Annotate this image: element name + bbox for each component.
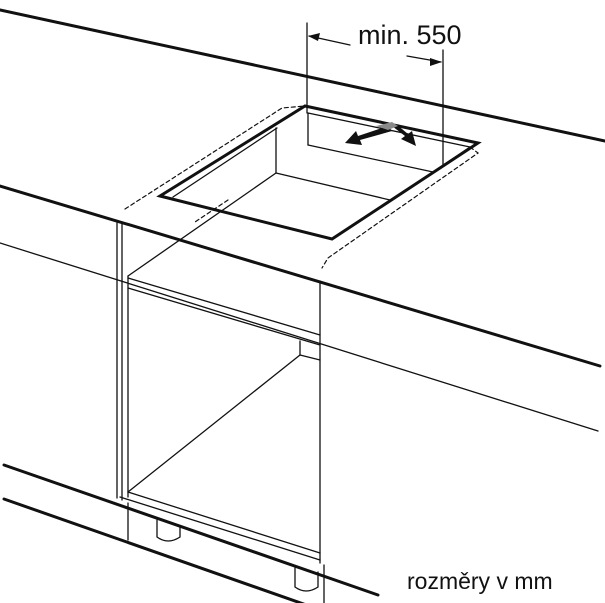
units-note: rozměry v mm [407, 568, 553, 594]
cabinet-bottom-rail-2 [127, 491, 321, 554]
countertop-back-edge [0, 8, 605, 143]
cabinet-back-rail [299, 354, 321, 361]
cabinet-top-rail-1 [127, 277, 321, 336]
plinth-top-line [2, 463, 380, 597]
cutout-inner-bottom [275, 172, 391, 201]
cutout-depth-line [127, 172, 277, 277]
hob-dashed-outline-right [321, 146, 480, 269]
cabinet-top-rail-2 [127, 287, 321, 346]
cabinet-leg-right [294, 567, 319, 592]
dimension-label: min. 550 [358, 20, 462, 50]
airflow-arrow-in-icon [392, 124, 416, 146]
cutout-inner-left [172, 127, 278, 198]
back-ledge-bottom [307, 144, 434, 173]
cutout-inner-right [432, 146, 471, 173]
arrowhead-left-icon [308, 33, 320, 41]
countertop-bottom-edge [0, 242, 599, 432]
cutout-outline [156, 104, 482, 241]
hob-dashed-front [194, 199, 229, 223]
cabinet-leg-left [156, 519, 181, 542]
airflow-arrow-out-icon [345, 126, 392, 145]
cabinet-floor-diagonal [127, 354, 301, 493]
countertop-front-edge [0, 184, 602, 368]
arrowhead-right-icon [430, 58, 442, 66]
airflow-arrow-gray-icon [376, 122, 398, 130]
cabinet-bottom-rail-1 [119, 496, 321, 561]
plinth-floor-line [2, 497, 306, 603]
